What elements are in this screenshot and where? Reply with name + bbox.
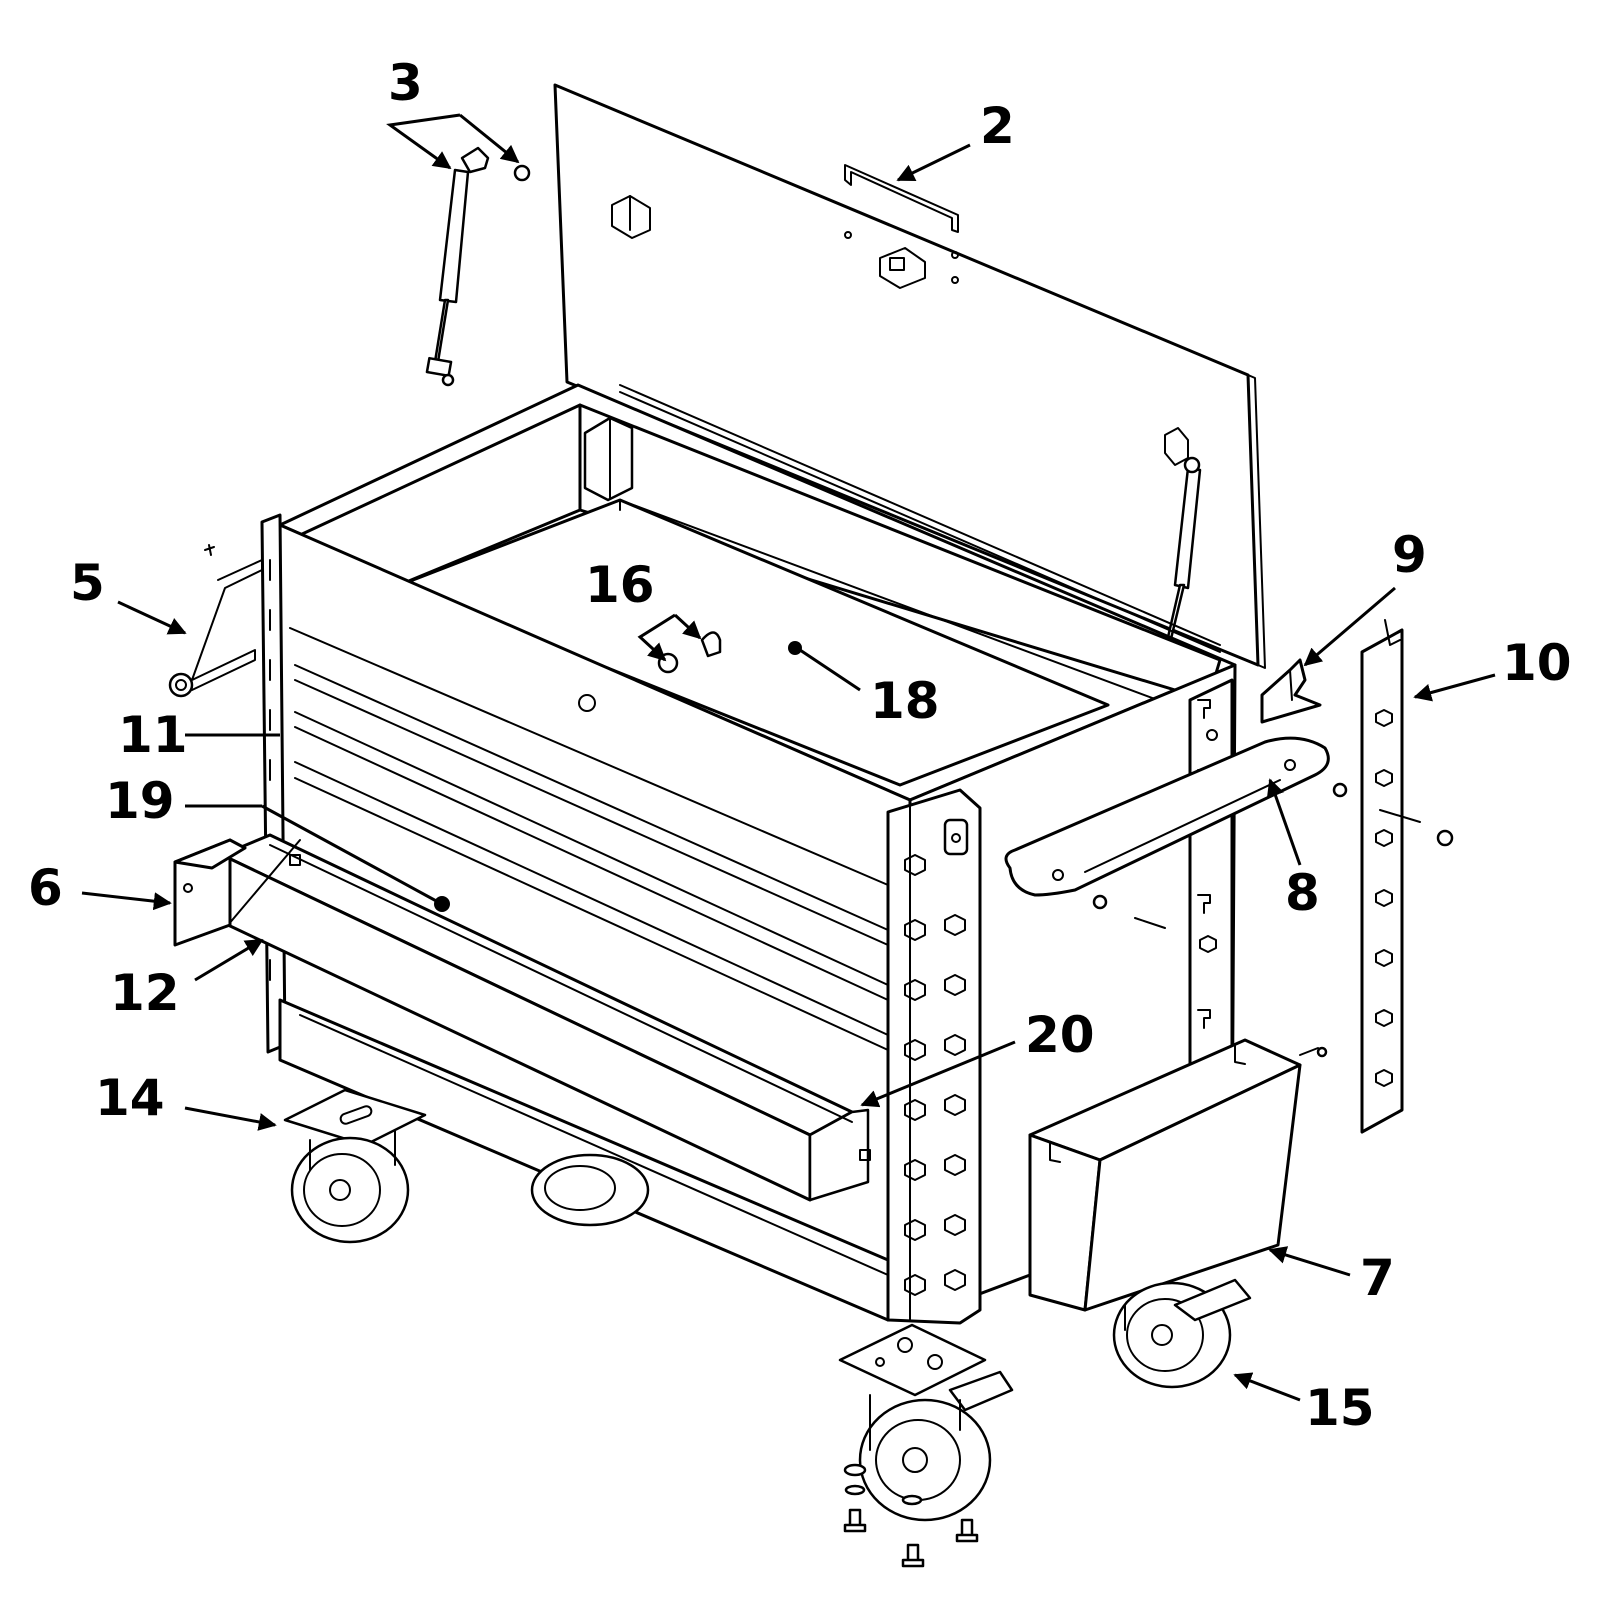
callout-14: 14 (95, 1069, 165, 1127)
callout-19: 19 (105, 772, 175, 830)
callout-15: 15 (1305, 1379, 1375, 1437)
side-hook (1260, 658, 1322, 724)
side-rail (1299, 619, 1454, 1134)
caster-front-right (1112, 1278, 1252, 1389)
leader-7 (1268, 1246, 1351, 1277)
callout-7: 7 (1360, 1249, 1395, 1307)
leader-16b (673, 613, 702, 640)
callout-12: 12 (110, 964, 180, 1022)
leader-6 (81, 891, 172, 911)
side-handle (1004, 736, 1348, 929)
caster-hardware (843, 1463, 979, 1568)
callout-5: 5 (70, 554, 105, 612)
callout-9: 9 (1392, 526, 1427, 584)
leader-2 (896, 143, 971, 182)
leader-9 (1303, 586, 1396, 667)
callout-20: 20 (1025, 1006, 1095, 1064)
lid (553, 83, 1266, 669)
leader-18-dot (788, 641, 802, 655)
post-hex-holes (904, 818, 969, 1296)
callout-8: 8 (1285, 864, 1320, 922)
leader-20 (860, 1040, 1016, 1108)
left-handle (168, 544, 263, 698)
callout-18: 18 (870, 672, 940, 730)
callout-labels: 2 3 5 6 7 8 9 10 11 12 14 15 16 18 19 20 (28, 54, 1572, 1437)
leader-14 (184, 1106, 277, 1131)
leader-15 (1233, 1372, 1301, 1402)
leader-lines (81, 113, 1496, 1402)
leader-5 (117, 600, 187, 635)
callout-3: 3 (388, 54, 423, 112)
leader-10 (1413, 673, 1496, 702)
caster-rear-middle (530, 1153, 650, 1227)
caster-front-detached (838, 1323, 1014, 1568)
leader-16a (637, 613, 676, 662)
side-bin-left (173, 838, 247, 947)
leader-19-dot (434, 896, 450, 912)
leader-18 (799, 648, 861, 692)
side-bin-right (1028, 1038, 1302, 1312)
callout-10: 10 (1502, 634, 1572, 692)
callout-16: 16 (585, 556, 655, 614)
leader-8 (1266, 778, 1302, 866)
callout-6: 6 (28, 859, 63, 917)
leader-19b (261, 804, 441, 905)
callout-11: 11 (118, 706, 188, 764)
leader-12 (194, 938, 264, 982)
leader-3b (459, 113, 520, 164)
leader-3a (386, 113, 461, 170)
caster-rear-left (283, 1088, 427, 1244)
drawer (220, 833, 871, 1202)
callout-2: 2 (980, 97, 1015, 155)
